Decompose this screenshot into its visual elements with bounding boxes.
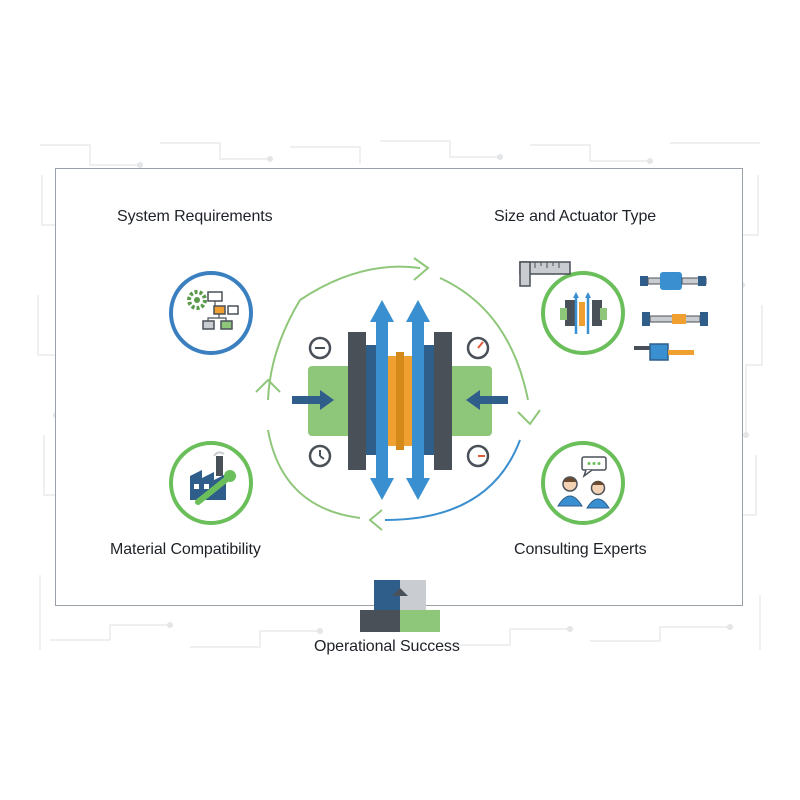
label-system-requirements: System Requirements [117,208,273,225]
label-material-compatibility: Material Compatibility [110,541,261,558]
cycle-arc-top-right [439,277,529,401]
label-size-actuator-type: Size and Actuator Type [494,208,657,225]
material-compatibility-icon [169,441,253,525]
cycle-arrowhead-bottom [368,509,383,531]
caliper-tool-icon [519,261,571,287]
cycle-arrowhead-right [517,409,541,426]
central-actuator-icon [292,300,508,500]
consulting-experts-icon [541,441,625,525]
size-actuator-icon [541,271,625,355]
cycle-arrowhead-top [413,257,430,281]
cycle-arc-top [299,265,421,301]
label-operational-success: Operational Success [314,638,460,655]
system-requirements-icon [169,271,253,355]
actuator-part-3-icon [634,343,694,361]
gauge-icon [308,336,490,468]
actuator-part-1-icon [640,272,707,290]
label-consulting-experts: Consulting Experts [514,541,647,558]
cycle-arrows [255,257,541,531]
cycle-arc-bottom-left [267,429,361,519]
operational-success-icon [360,580,440,632]
cycle-arrowhead-left [255,378,281,393]
cycle-arc-left [267,299,301,401]
circuit-background [37,140,763,650]
cycle-arc-bottom-right [384,439,521,521]
actuator-part-2-icon [642,312,708,326]
